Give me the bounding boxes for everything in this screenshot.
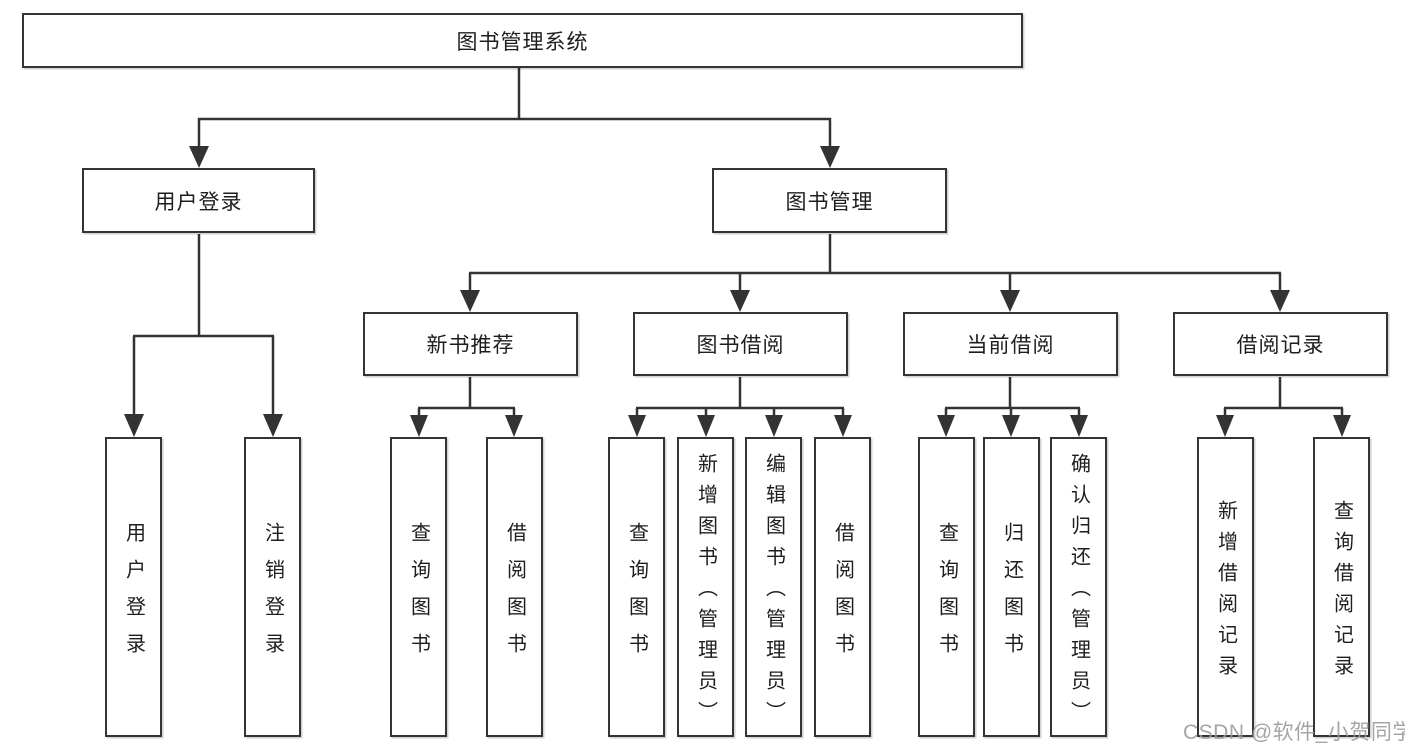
leaf-query-books-recommend: 查询图书 <box>390 437 447 737</box>
leaf-label: 查询图书 <box>625 521 648 670</box>
node-borrowing-records: 借阅记录 <box>1173 312 1388 376</box>
leaf-borrow-books-recommend: 借阅图书 <box>486 437 543 737</box>
leaf-label: 查询图书 <box>935 521 958 670</box>
node-label: 图书管理 <box>785 190 874 214</box>
leaf-logout: 注销登录 <box>244 437 301 737</box>
leaf-label: 新增图书（管理员） <box>694 453 717 732</box>
leaf-add-book-admin: 新增图书（管理员） <box>677 437 734 737</box>
node-current-borrowing: 当前借阅 <box>903 312 1118 376</box>
leaf-add-borrow-record: 新增借阅记录 <box>1197 437 1254 737</box>
node-user-login: 用户登录 <box>82 168 315 233</box>
leaf-borrow-books-borrowing: 借阅图书 <box>814 437 871 737</box>
arrowheads <box>124 146 1351 437</box>
connector-strokes <box>132 68 1344 420</box>
leaf-user-login: 用户登录 <box>105 437 162 737</box>
leaf-label: 借阅图书 <box>503 521 526 670</box>
leaf-label: 查询图书 <box>407 521 430 670</box>
leaf-label: 新增借阅记录 <box>1214 499 1237 686</box>
node-label: 图书借阅 <box>696 334 785 357</box>
leaf-label: 借阅图书 <box>831 521 854 670</box>
leaf-return-books: 归还图书 <box>983 437 1040 737</box>
node-label: 用户登录 <box>154 190 243 214</box>
leaf-label: 注销登录 <box>261 521 284 670</box>
node-library-management-system: 图书管理系统 <box>22 13 1023 68</box>
csdn-watermark: CSDN @软件_小贺同学 <box>1183 721 1405 744</box>
node-new-book-recommendation: 新书推荐 <box>363 312 578 376</box>
leaf-confirm-return-admin: 确认归还（管理员） <box>1050 437 1107 737</box>
leaf-label: 归还图书 <box>1000 521 1023 670</box>
leaf-label: 用户登录 <box>122 521 145 670</box>
node-label: 新书推荐 <box>426 334 515 357</box>
node-label: 借阅记录 <box>1236 334 1325 357</box>
node-book-borrowing: 图书借阅 <box>633 312 848 376</box>
leaf-label: 编辑图书（管理员） <box>762 453 785 732</box>
leaf-label: 确认归还（管理员） <box>1067 453 1090 732</box>
node-book-management: 图书管理 <box>712 168 947 233</box>
leaf-label: 查询借阅记录 <box>1330 499 1353 686</box>
leaf-query-books-current: 查询图书 <box>918 437 975 737</box>
leaf-query-borrow-record: 查询借阅记录 <box>1313 437 1370 737</box>
leaf-query-books-borrowing: 查询图书 <box>608 437 665 737</box>
node-label: 图书管理系统 <box>456 30 589 54</box>
leaf-edit-book-admin: 编辑图书（管理员） <box>745 437 802 737</box>
node-label: 当前借阅 <box>966 334 1055 357</box>
